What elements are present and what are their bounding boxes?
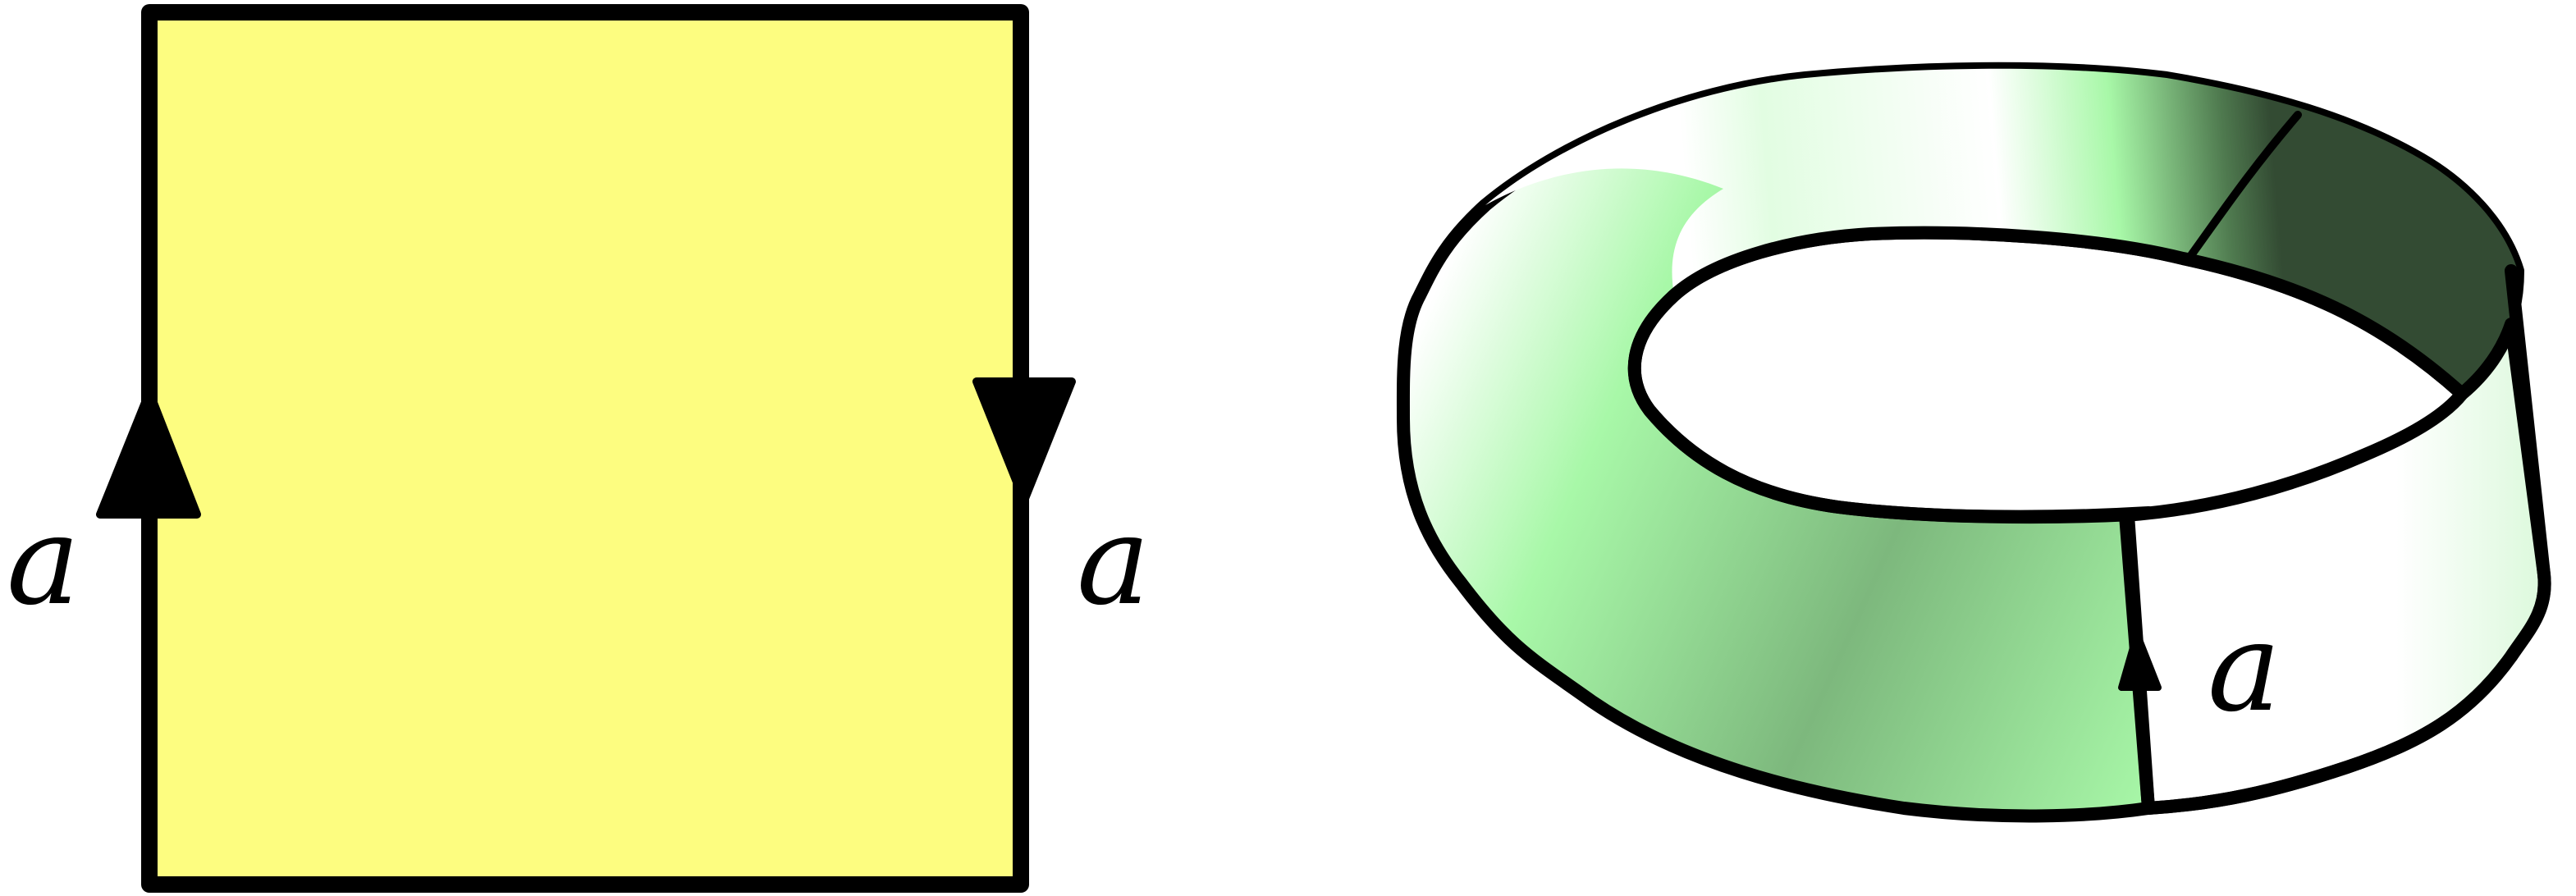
right-edge-label: a [1077, 490, 1150, 633]
seam-label: a [2208, 597, 2281, 739]
band-surface-back [2119, 318, 2551, 815]
band-inner-edge [1627, 226, 2468, 524]
square-panel: a a [7, 4, 1150, 893]
seam-up-arrow-icon [2118, 630, 2162, 691]
right-edge-down-arrow-icon [972, 377, 1076, 505]
mobius-band-panel: a [1396, 62, 2551, 823]
square-face [141, 4, 1029, 893]
band-outer-right-edge [2142, 264, 2551, 815]
left-edge-up-arrow-icon [96, 388, 201, 519]
left-edge-label: a [7, 490, 80, 633]
band-twist-line [2183, 111, 2302, 265]
